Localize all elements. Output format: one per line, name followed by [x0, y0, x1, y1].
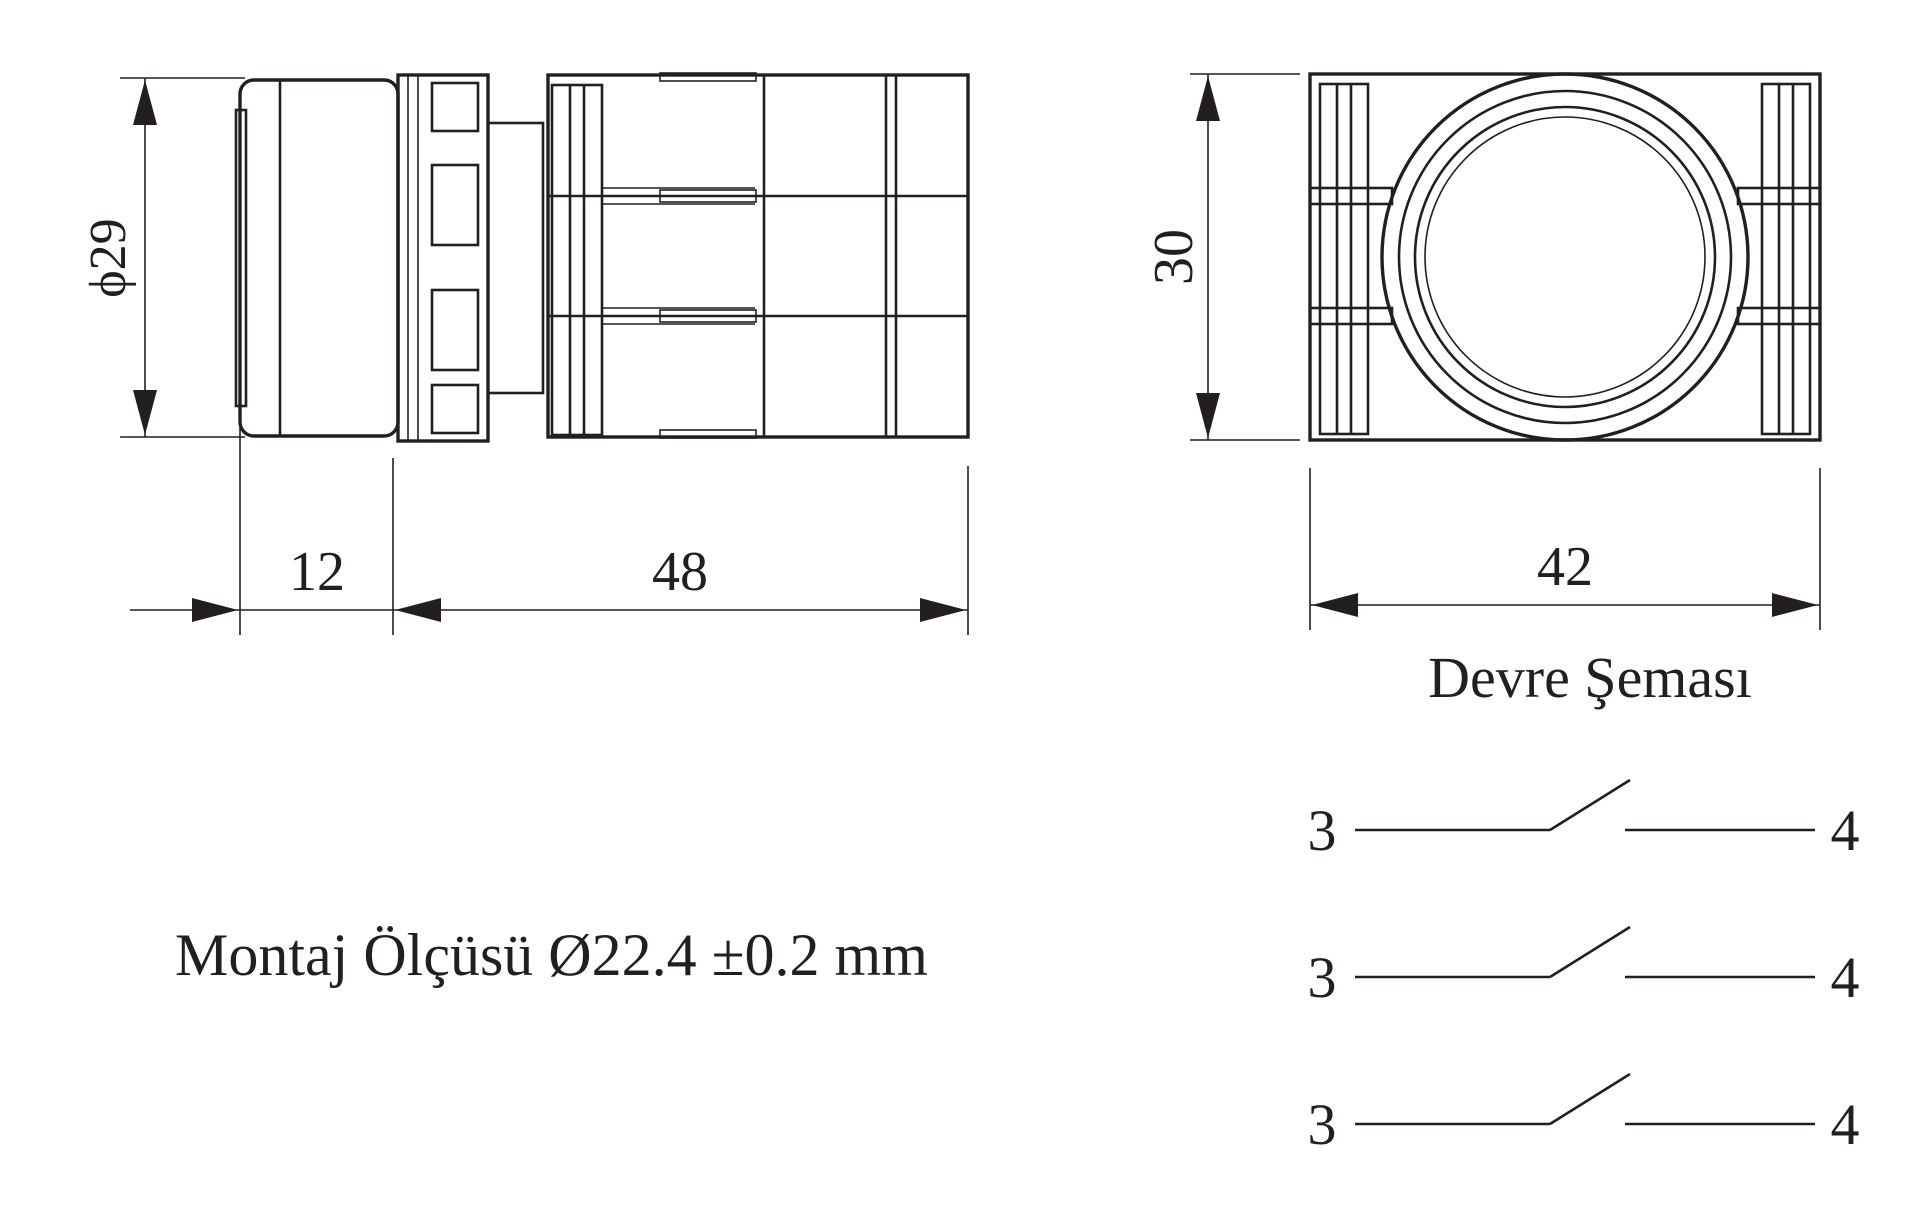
- contact-row: 3 4: [1308, 778, 1860, 863]
- arrow-up-icon: [1196, 76, 1220, 121]
- arrow-left-icon: [395, 598, 441, 622]
- front-cap: [238, 78, 400, 438]
- contact-left-terminal: 3: [1308, 945, 1337, 1010]
- arrow-left-icon: [1312, 593, 1358, 617]
- arrow-up-icon: [133, 80, 157, 125]
- contact-right-terminal: 4: [1831, 1092, 1860, 1157]
- arrow-right-icon: [192, 598, 238, 622]
- contact-row: 3 4: [1308, 1072, 1860, 1157]
- front-view: [1308, 72, 1822, 442]
- diameter-label: ϕ29: [80, 218, 137, 297]
- circuit-title: Devre Şeması: [1428, 645, 1752, 710]
- body-length-label: 48: [652, 541, 708, 603]
- contact-left-terminal: 3: [1308, 798, 1337, 863]
- contact-right-terminal: 4: [1831, 945, 1860, 1010]
- arrow-right-icon: [920, 598, 966, 622]
- mounting-label: Montaj Ölçüsü Ø22.4 ±0.2 mm: [175, 922, 928, 988]
- arrow-down-icon: [1196, 393, 1220, 438]
- contact-left-terminal: 3: [1308, 1092, 1337, 1157]
- height-label: 30: [1143, 229, 1205, 285]
- contact-right-terminal: 4: [1831, 798, 1860, 863]
- arrow-down-icon: [133, 390, 157, 435]
- contact-block: [546, 73, 970, 439]
- side-view: [234, 72, 970, 443]
- front-length-label: 12: [289, 541, 345, 603]
- front-body: [1308, 72, 1822, 442]
- front-view-dimensions: 30 42: [1143, 73, 1821, 630]
- bezel-circle: [1380, 72, 1750, 442]
- contact-row: 3 4: [1308, 925, 1860, 1010]
- width-label: 42: [1537, 536, 1593, 598]
- side-view-dimensions: ϕ29 12 48: [80, 77, 969, 635]
- arrow-right-icon: [1772, 593, 1818, 617]
